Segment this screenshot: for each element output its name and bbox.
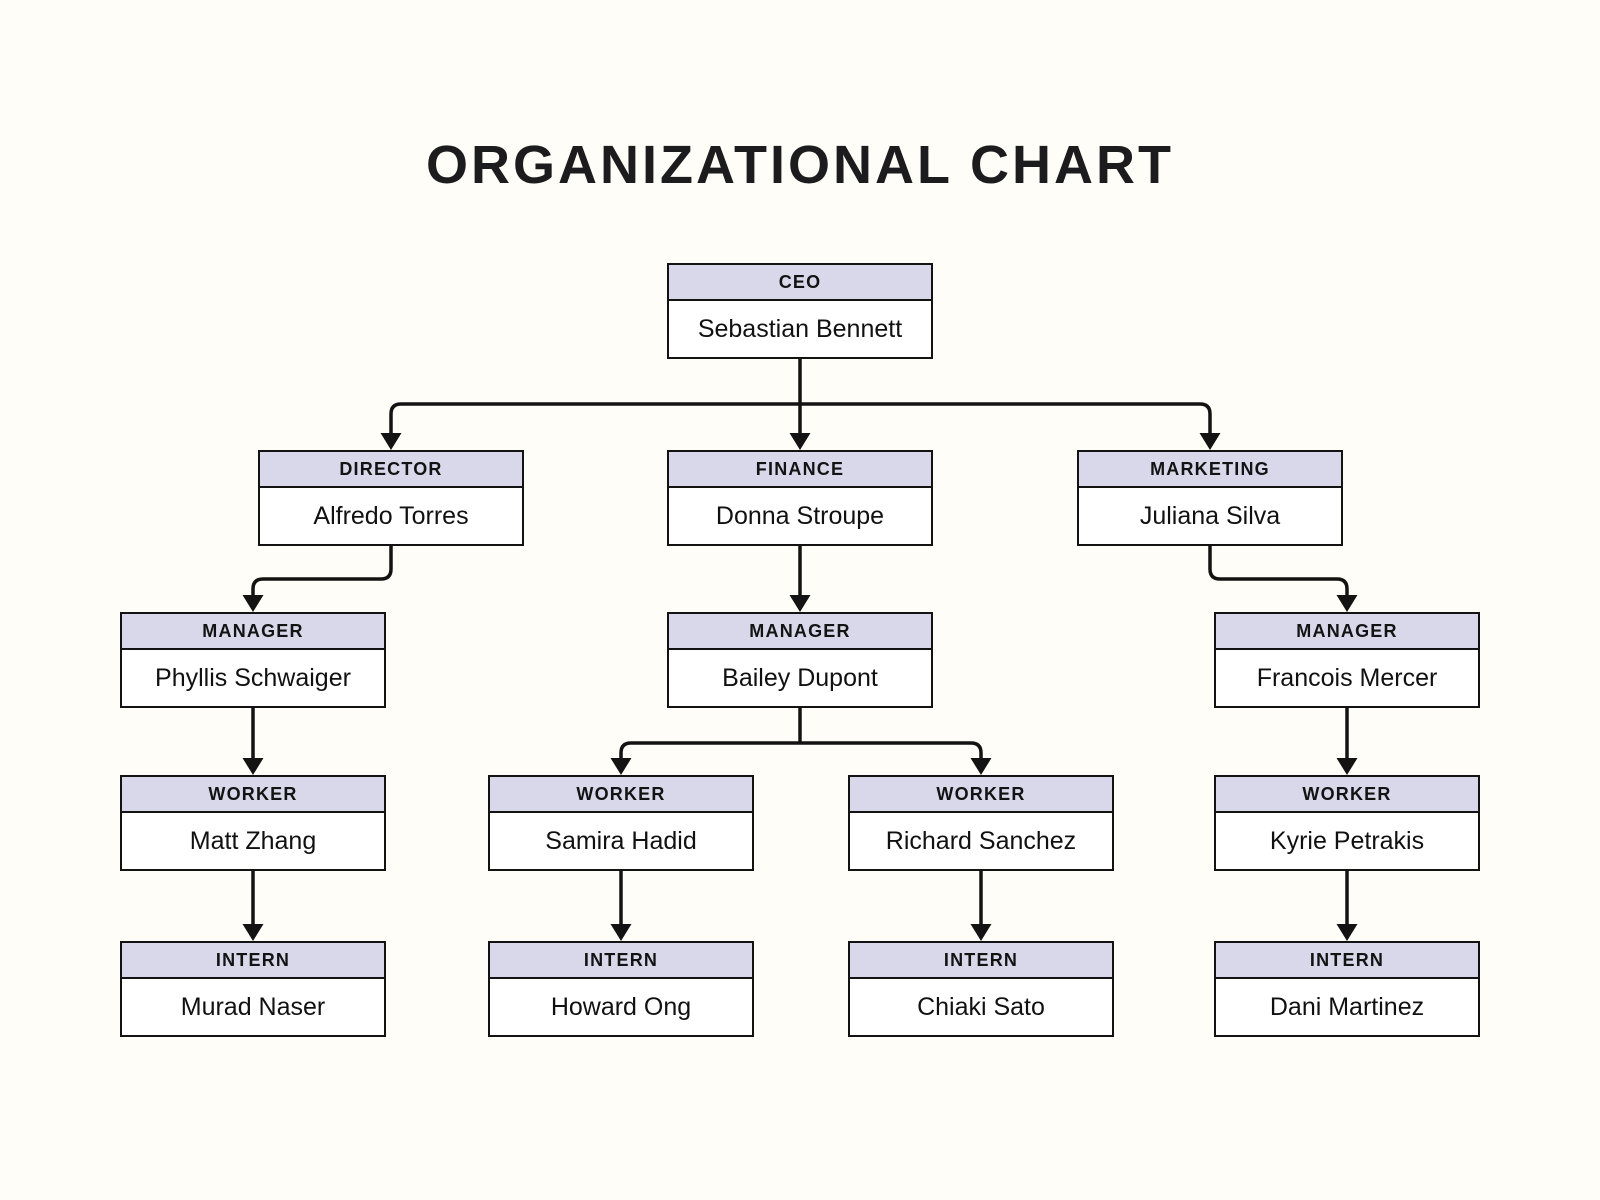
role-label: INTERN [488,941,754,979]
arrowhead [610,924,632,941]
connector-director-manager1 [251,546,393,600]
role-label: WORKER [848,775,1114,813]
org-node-finance: FINANCE Donna Stroupe [667,450,933,546]
arrowhead [970,758,992,775]
arrowhead [242,758,264,775]
arrowhead [1199,433,1221,450]
role-label: MANAGER [120,612,386,650]
arrowheads [242,433,1358,941]
org-node-worker-3: WORKER Richard Sanchez [848,775,1114,871]
arrowhead [789,595,811,612]
person-name: Dani Martinez [1214,979,1480,1037]
arrowhead [970,924,992,941]
role-label: INTERN [1214,941,1480,979]
person-name: Juliana Silva [1077,488,1343,546]
role-label: MARKETING [1077,450,1343,488]
person-name: Richard Sanchez [848,813,1114,871]
role-label: MANAGER [1214,612,1480,650]
org-node-director: DIRECTOR Alfredo Torres [258,450,524,546]
org-node-intern-3: INTERN Chiaki Sato [848,941,1114,1037]
person-name: Samira Hadid [488,813,754,871]
person-name: Kyrie Petrakis [1214,813,1480,871]
org-node-marketing: MARKETING Juliana Silva [1077,450,1343,546]
role-label: INTERN [120,941,386,979]
role-label: DIRECTOR [258,450,524,488]
org-node-intern-4: INTERN Dani Martinez [1214,941,1480,1037]
org-node-worker-2: WORKER Samira Hadid [488,775,754,871]
arrowhead [1336,924,1358,941]
person-name: Chiaki Sato [848,979,1114,1037]
role-label: WORKER [1214,775,1480,813]
person-name: Sebastian Bennett [667,301,933,359]
role-label: WORKER [120,775,386,813]
arrowhead [789,433,811,450]
connector-manager2-workers-bar [619,741,983,763]
org-node-manager-1: MANAGER Phyllis Schwaiger [120,612,386,708]
role-label: FINANCE [667,450,933,488]
role-label: CEO [667,263,933,301]
arrowhead [242,595,264,612]
person-name: Howard Ong [488,979,754,1037]
role-label: MANAGER [667,612,933,650]
person-name: Francois Mercer [1214,650,1480,708]
person-name: Matt Zhang [120,813,386,871]
person-name: Alfredo Torres [258,488,524,546]
person-name: Murad Naser [120,979,386,1037]
org-node-worker-4: WORKER Kyrie Petrakis [1214,775,1480,871]
role-label: INTERN [848,941,1114,979]
org-node-intern-1: INTERN Murad Naser [120,941,386,1037]
arrowhead [1336,595,1358,612]
person-name: Phyllis Schwaiger [120,650,386,708]
person-name: Donna Stroupe [667,488,933,546]
arrowhead [1336,758,1358,775]
org-node-manager-2: MANAGER Bailey Dupont [667,612,933,708]
connector-ceo-branch-bar [389,402,1212,438]
org-node-ceo: CEO Sebastian Bennett [667,263,933,359]
page-title: ORGANIZATIONAL CHART [426,135,1174,195]
person-name: Bailey Dupont [667,650,933,708]
org-node-worker-1: WORKER Matt Zhang [120,775,386,871]
org-node-manager-3: MANAGER Francois Mercer [1214,612,1480,708]
connector-marketing-manager3 [1208,546,1349,600]
arrowhead [242,924,264,941]
role-label: WORKER [488,775,754,813]
org-node-intern-2: INTERN Howard Ong [488,941,754,1037]
arrowhead [380,433,402,450]
arrowhead [610,758,632,775]
